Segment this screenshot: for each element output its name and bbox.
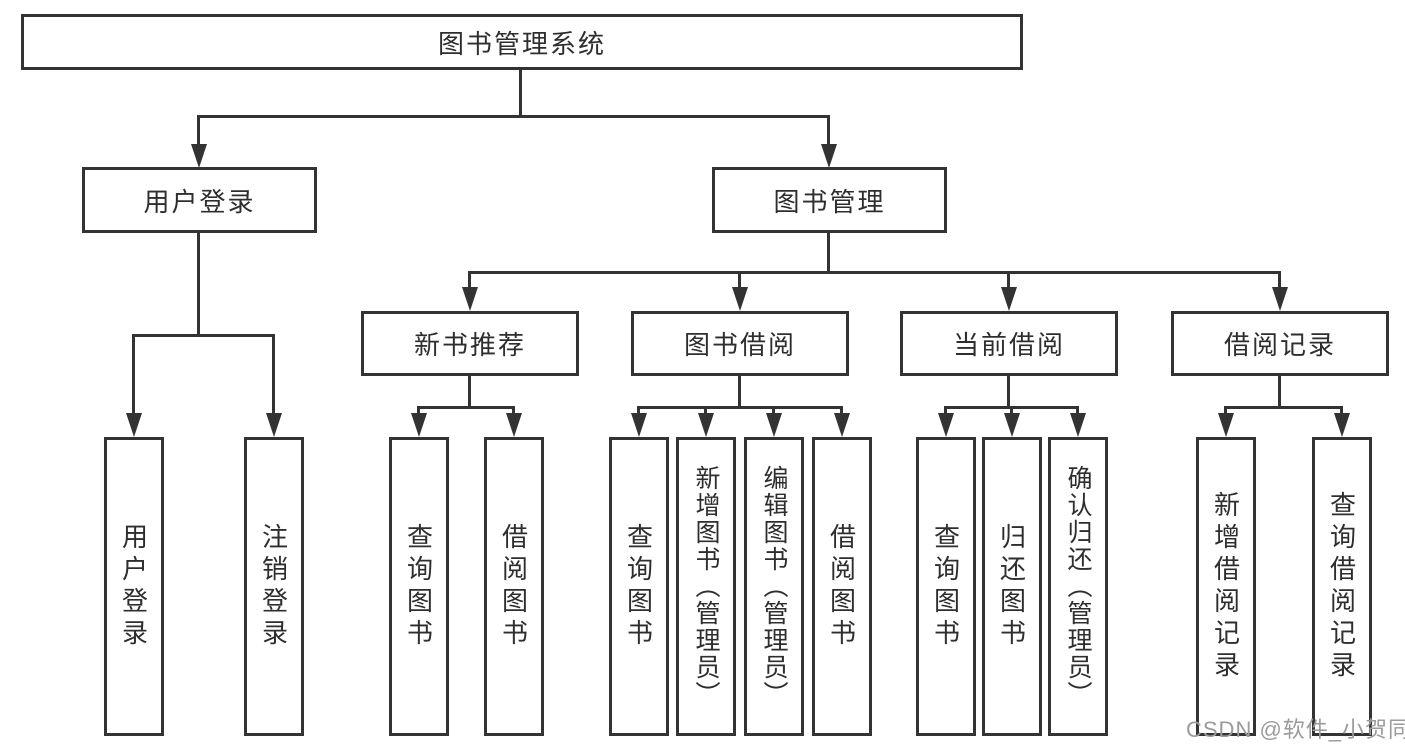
edge-line — [637, 406, 843, 409]
node-current-borrowing: 当前借阅 — [900, 311, 1118, 376]
leaf-add-borrow-record-label: 新增借阅记录 — [1210, 490, 1241, 683]
edge-line — [1076, 406, 1079, 416]
edge-line — [840, 406, 843, 416]
edge-arrowhead — [1070, 413, 1086, 437]
edge-line — [132, 334, 135, 416]
node-root: 图书管理系统 — [21, 14, 1023, 70]
edge-line — [468, 271, 471, 291]
leaf-query-books-current: 查询图书 — [916, 437, 976, 736]
edge-line — [519, 69, 522, 117]
edge-arrowhead — [191, 144, 207, 168]
leaf-borrow-books-label: 借阅图书 — [826, 522, 857, 651]
leaf-query-books-borrowing-label: 查询图书 — [623, 522, 654, 651]
watermark-text: CSDN @软件_小贺同学 — [1186, 717, 1405, 742]
edge-arrowhead — [411, 413, 427, 437]
leaf-borrow-books: 借阅图书 — [812, 437, 872, 736]
node-book-management-label: 图书管理 — [773, 186, 886, 217]
leaf-return-books: 归还图书 — [982, 437, 1042, 736]
edge-line — [827, 233, 830, 274]
leaf-logout-label: 注销登录 — [258, 522, 289, 651]
node-borrowing-records: 借阅记录 — [1171, 311, 1389, 376]
node-book-borrowing-label: 图书借阅 — [683, 330, 796, 360]
edge-arrowhead — [938, 413, 954, 437]
edge-line — [1007, 376, 1010, 409]
leaf-return-books-label: 归还图书 — [996, 522, 1027, 651]
edge-line — [772, 406, 775, 416]
node-new-book-recommend-label: 新书推荐 — [413, 330, 526, 360]
edge-arrowhead — [631, 413, 647, 437]
leaf-edit-books-admin-label: 编辑图书（管理员） — [760, 465, 788, 708]
edge-line — [827, 115, 830, 148]
edge-line — [637, 406, 640, 416]
edge-arrowhead — [834, 413, 850, 437]
edge-line — [738, 376, 741, 409]
leaf-query-books-borrowing: 查询图书 — [609, 437, 669, 736]
leaf-confirm-return-admin: 确认归还（管理员） — [1048, 437, 1108, 736]
leaf-borrow-books-recommend: 借阅图书 — [484, 437, 544, 736]
node-current-borrowing-label: 当前借阅 — [952, 330, 1065, 360]
edge-arrowhead — [506, 413, 522, 437]
node-user-login: 用户登录 — [82, 167, 317, 233]
edge-line — [197, 115, 830, 118]
leaf-user-login-label: 用户登录 — [118, 522, 149, 651]
edge-line — [1340, 406, 1343, 416]
node-new-book-recommend: 新书推荐 — [361, 311, 579, 376]
leaf-add-books-admin-label: 新增图书（管理员） — [692, 465, 720, 708]
edge-line — [1224, 406, 1227, 416]
leaf-query-books-recommend: 查询图书 — [389, 437, 449, 736]
edge-line — [197, 233, 200, 337]
node-book-borrowing: 图书借阅 — [631, 311, 849, 376]
leaf-query-books-recommend-label: 查询图书 — [403, 522, 434, 651]
leaf-add-books-admin: 新增图书（管理员） — [676, 437, 736, 736]
edge-line — [704, 406, 707, 416]
leaf-query-books-current-label: 查询图书 — [930, 522, 961, 651]
edge-arrowhead — [821, 144, 837, 168]
edge-line — [1278, 376, 1281, 409]
edge-line — [944, 406, 947, 416]
edge-line — [417, 406, 420, 416]
edge-arrowhead — [766, 413, 782, 437]
leaf-query-borrow-record: 查询借阅记录 — [1312, 437, 1372, 736]
edge-line — [468, 271, 1281, 274]
leaf-user-login: 用户登录 — [104, 437, 164, 736]
edge-line — [1007, 271, 1010, 291]
edge-line — [132, 334, 275, 337]
edge-line — [417, 406, 515, 409]
edge-arrowhead — [126, 413, 142, 437]
node-user-login-label: 用户登录 — [143, 186, 256, 217]
edge-arrowhead — [1334, 413, 1350, 437]
edge-arrowhead — [462, 287, 478, 311]
edge-arrowhead — [266, 413, 282, 437]
edge-line — [1278, 271, 1281, 291]
leaf-logout: 注销登录 — [244, 437, 304, 736]
edge-line — [738, 271, 741, 291]
edge-arrowhead — [1218, 413, 1234, 437]
edge-arrowhead — [1272, 287, 1288, 311]
edge-arrowhead — [1001, 287, 1017, 311]
edge-line — [1224, 406, 1343, 409]
edge-line — [468, 376, 471, 409]
node-book-management: 图书管理 — [712, 167, 947, 233]
edge-line — [197, 115, 200, 148]
edge-arrowhead — [732, 287, 748, 311]
node-borrowing-records-label: 借阅记录 — [1223, 330, 1336, 360]
leaf-query-borrow-record-label: 查询借阅记录 — [1326, 490, 1357, 683]
edge-arrowhead — [1004, 413, 1020, 437]
edge-arrowhead — [698, 413, 714, 437]
edge-line — [272, 334, 275, 416]
leaf-borrow-books-recommend-label: 借阅图书 — [498, 522, 529, 651]
leaf-edit-books-admin: 编辑图书（管理员） — [744, 437, 804, 736]
leaf-confirm-return-admin-label: 确认归还（管理员） — [1064, 465, 1092, 708]
edge-line — [1010, 406, 1013, 416]
edge-line — [512, 406, 515, 416]
leaf-add-borrow-record: 新增借阅记录 — [1196, 437, 1256, 736]
node-root-label: 图书管理系统 — [437, 28, 606, 59]
